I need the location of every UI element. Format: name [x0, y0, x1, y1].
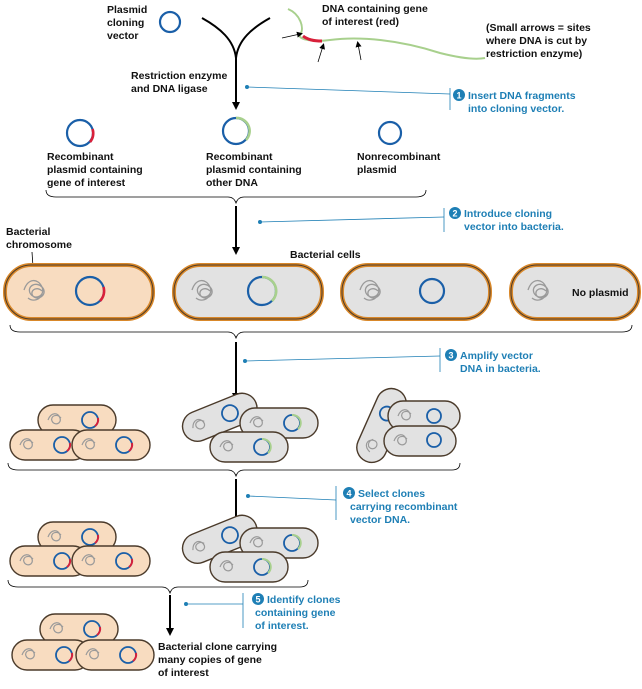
cut-site-arrow — [355, 41, 362, 61]
svg-text:Insert DNA fragments: Insert DNA fragments — [468, 90, 576, 102]
chromosome-icon — [191, 279, 213, 301]
svg-text:containing gene: containing gene — [255, 607, 336, 619]
merge-lines — [201, 17, 271, 59]
nonrecombinant-plasmid-label: Nonrecombinant plasmid — [357, 151, 441, 176]
plasmid-vector-label: Plasmid cloning vector — [107, 4, 147, 42]
step-3-callout: 3 Amplify vector DNA in bacteria. — [243, 348, 541, 375]
plasmid-cloning-vector — [158, 10, 182, 34]
svg-text:cloning: cloning — [107, 17, 144, 29]
final-bacterial-clone — [11, 613, 155, 671]
svg-text:vector DNA.: vector DNA. — [350, 514, 410, 526]
bracket — [45, 189, 427, 205]
svg-text:DNA in bacteria.: DNA in bacteria. — [460, 363, 541, 375]
svg-text:Introduce cloning: Introduce cloning — [464, 208, 552, 220]
chromosome-icon — [527, 279, 549, 301]
bacterial-cells-label: Bacterial cells — [290, 249, 361, 261]
recombinant-plasmid-other — [221, 116, 251, 146]
svg-text:many copies of gene: many copies of gene — [158, 654, 262, 666]
cut-site-arrow — [317, 43, 325, 63]
svg-text:Bacterial clone carrying: Bacterial clone carrying — [158, 641, 277, 653]
svg-text:carrying recombinant: carrying recombinant — [350, 501, 458, 513]
cell-recombinant-other — [172, 263, 324, 321]
svg-text:Recombinant: Recombinant — [206, 151, 273, 163]
svg-text:3: 3 — [448, 351, 453, 361]
svg-text:where DNA is cut by: where DNA is cut by — [485, 35, 587, 47]
svg-text:Plasmid: Plasmid — [107, 4, 147, 16]
svg-text:Recombinant: Recombinant — [47, 151, 114, 163]
colony-nonrecombinant — [356, 387, 461, 464]
no-plasmid-label: No plasmid — [572, 287, 629, 299]
bracket — [7, 579, 309, 595]
dna-gene-label: DNA containing gene of interest (red) — [322, 3, 428, 28]
gene-of-interest-segment — [302, 34, 323, 43]
selected-colony-other — [181, 514, 319, 583]
selected-colony-gene — [9, 521, 151, 577]
svg-text:Bacterial: Bacterial — [6, 226, 50, 238]
chromosome-icon — [359, 279, 381, 301]
cell-no-plasmid: No plasmid — [509, 263, 641, 321]
svg-text:of interest.: of interest. — [255, 620, 309, 632]
svg-text:restriction enzyme): restriction enzyme) — [486, 48, 582, 60]
chromosome-icon — [23, 279, 45, 301]
svg-text:Nonrecombinant: Nonrecombinant — [357, 151, 441, 163]
step-4-callout: 4 Select clones carrying recombinant vec… — [246, 486, 458, 526]
svg-text:Restriction enzyme: Restriction enzyme — [131, 70, 227, 82]
svg-text:(Small arrows = sites: (Small arrows = sites — [486, 22, 591, 34]
dna-strand — [287, 8, 486, 60]
svg-text:plasmid containing: plasmid containing — [47, 164, 143, 176]
svg-text:4: 4 — [346, 489, 351, 499]
svg-text:vector: vector — [107, 30, 139, 42]
svg-text:5: 5 — [255, 595, 260, 605]
cut-sites-note: (Small arrows = sites where DNA is cut b… — [485, 22, 591, 60]
svg-text:of interest (red): of interest (red) — [322, 16, 399, 28]
final-clone-label: Bacterial clone carrying many copies of … — [158, 641, 277, 679]
colony-recombinant-gene — [9, 404, 151, 461]
colony-recombinant-other — [181, 392, 319, 463]
svg-text:2: 2 — [452, 209, 457, 219]
svg-text:and DNA ligase: and DNA ligase — [131, 83, 208, 95]
svg-text:Identify clones: Identify clones — [267, 594, 341, 606]
svg-text:Select clones: Select clones — [358, 488, 425, 500]
recombinant-plasmid-gene — [65, 118, 95, 148]
recombinant-plasmid-other-label: Recombinant plasmid containing other DNA — [206, 151, 302, 189]
enzyme-label: Restriction enzyme and DNA ligase — [131, 70, 227, 95]
svg-text:gene of interest: gene of interest — [47, 177, 126, 189]
nonrecombinant-plasmid — [377, 120, 403, 146]
svg-text:other DNA: other DNA — [206, 177, 258, 189]
bracket — [7, 462, 461, 478]
bracket — [9, 324, 633, 340]
svg-text:1: 1 — [456, 91, 461, 101]
svg-text:plasmid containing: plasmid containing — [206, 164, 302, 176]
cell-nonrecombinant — [340, 263, 492, 321]
svg-text:vector into bacteria.: vector into bacteria. — [464, 221, 564, 233]
svg-text:chromosome: chromosome — [6, 239, 72, 251]
cut-site-arrow — [281, 31, 303, 39]
recombinant-plasmid-gene-label: Recombinant plasmid containing gene of i… — [47, 151, 143, 189]
svg-text:into cloning vector.: into cloning vector. — [468, 103, 564, 115]
step-1-callout: 1 Insert DNA fragments into cloning vect… — [245, 85, 576, 115]
bacterial-chromosome-label: Bacterial chromosome — [6, 226, 72, 251]
step-5-callout: 5 Identify clones containing gene of int… — [184, 593, 341, 632]
svg-text:of interest: of interest — [158, 667, 209, 679]
svg-text:Amplify vector: Amplify vector — [460, 350, 533, 362]
svg-text:plasmid: plasmid — [357, 164, 397, 176]
svg-text:DNA containing gene: DNA containing gene — [322, 3, 428, 15]
step-2-callout: 2 Introduce cloning vector into bacteria… — [258, 207, 564, 233]
cell-recombinant-gene — [3, 263, 155, 321]
